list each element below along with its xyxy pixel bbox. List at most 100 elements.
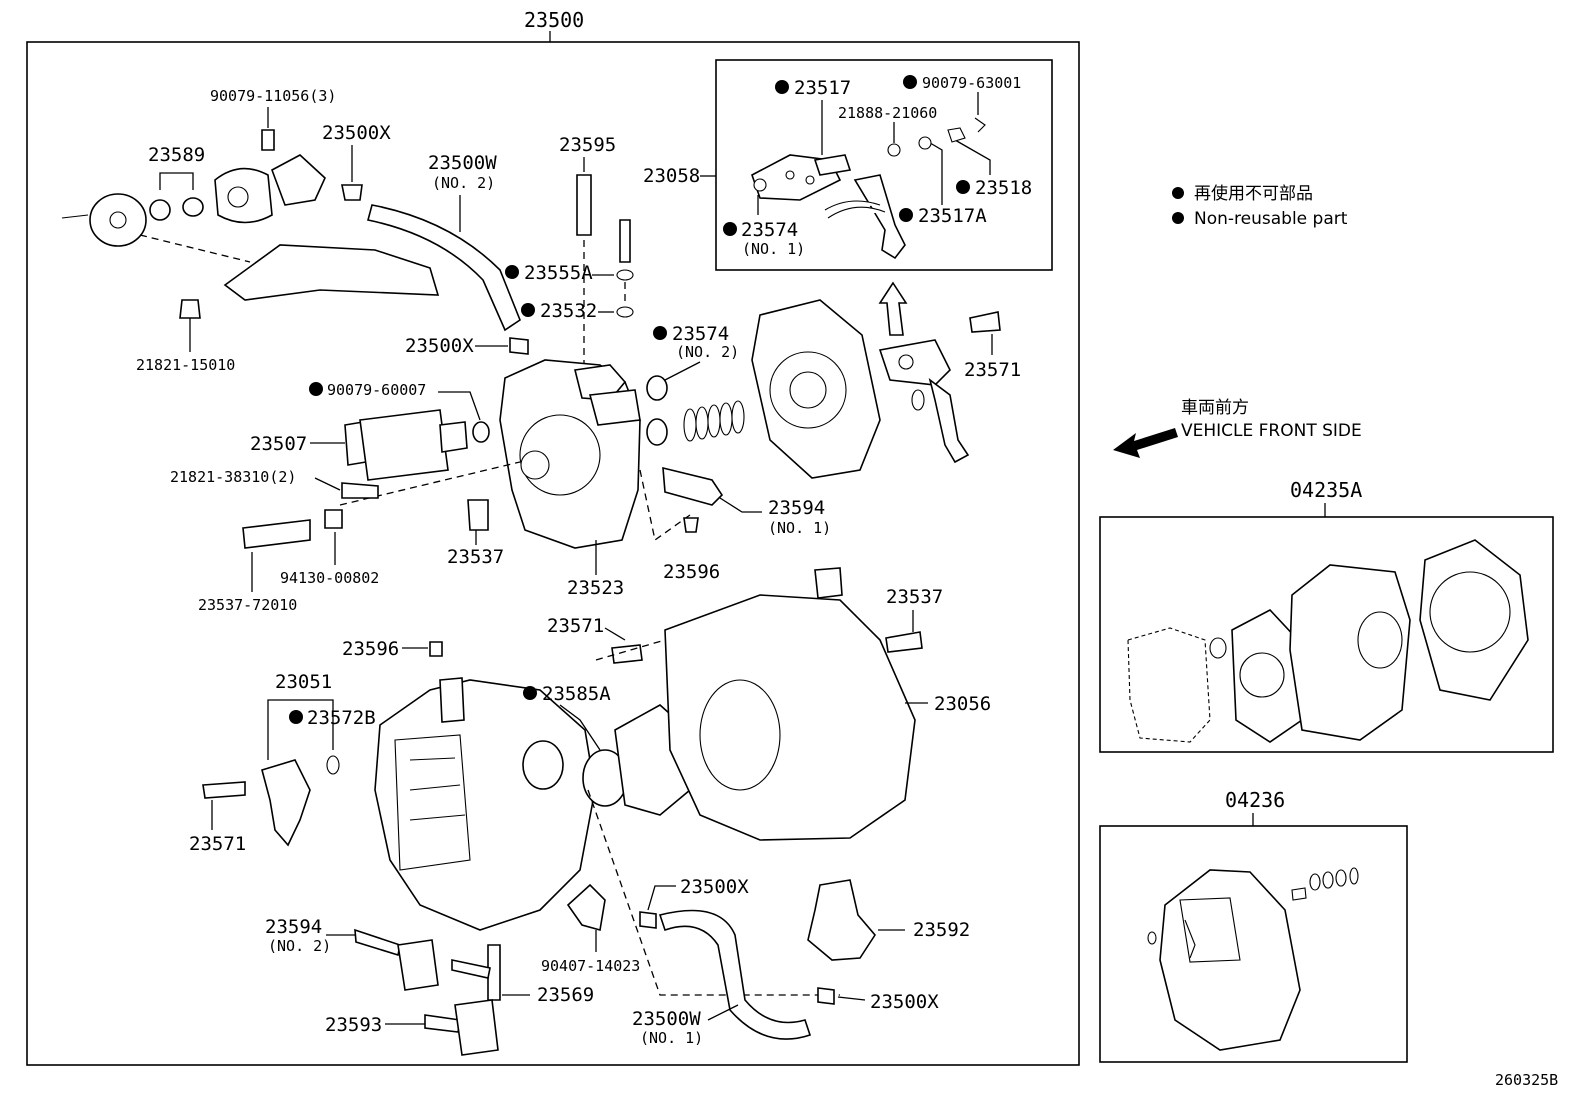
clamp-icon (817, 987, 835, 1005)
label-21888-21060: 21888-21060 (838, 104, 937, 122)
valve-stem-icon (576, 174, 592, 236)
bolt-icon (467, 499, 489, 531)
bolt-icon (611, 644, 643, 664)
hose-no1-icon (658, 909, 812, 1040)
fitting-icon (454, 999, 499, 1056)
kit-04236-exploded-icon (1147, 867, 1359, 1051)
label-23572b: 23572B (307, 707, 376, 729)
gasket-icon (646, 375, 668, 401)
screw-icon (619, 219, 631, 263)
label-21821-38310: 21821-38310(2) (170, 468, 296, 486)
main-body-icon (374, 677, 596, 931)
bolt-icon (261, 129, 275, 151)
label-23500x-d: 23500X (870, 991, 939, 1013)
label-23594-no1-sub: (NO. 1) (768, 519, 831, 537)
o-ring-icon (149, 199, 171, 221)
label-23592: 23592 (913, 919, 970, 941)
label-23500x-a: 23500X (322, 122, 391, 144)
diaphragm-icon (751, 299, 881, 479)
washer-icon (616, 269, 634, 281)
label-23518: 23518 (975, 177, 1032, 199)
kit-label-04235a: 04235A (1290, 478, 1362, 502)
label-23585a: 23585A (542, 683, 611, 705)
label-23594-no2: 23594 (265, 916, 322, 938)
label-23500w-a: 23500W (428, 152, 497, 174)
label-23500w-b: 23500W (632, 1008, 701, 1030)
diaphragm-housing-icon (664, 567, 916, 841)
label-23571-a: 23571 (964, 359, 1021, 381)
label-23555a: 23555A (524, 262, 593, 284)
lever-assembly-icon (878, 339, 970, 464)
regulator-cover-icon (499, 359, 641, 549)
legend-dot-icon (1172, 212, 1184, 224)
o-ring-icon (472, 421, 490, 443)
label-23574-no2: 23574 (672, 323, 729, 345)
actuator-icon (61, 154, 326, 247)
kit-04235a-frame (1099, 516, 1554, 753)
spring-icon (683, 400, 745, 442)
clamp-icon (341, 184, 363, 201)
seal-icon (182, 197, 204, 217)
label-23500w-b-sub: (NO. 1) (640, 1029, 703, 1047)
bolt-icon (341, 482, 379, 499)
label-23507: 23507 (250, 433, 307, 455)
label-23537-b: 23537 (886, 586, 943, 608)
elbow-icon (566, 883, 606, 932)
label-21821-15010: 21821-15010 (136, 356, 235, 374)
label-23532: 23532 (540, 300, 597, 322)
cap-icon (683, 517, 699, 533)
label-94130-00802: 94130-00802 (280, 569, 379, 587)
o-ring-icon (326, 755, 340, 775)
label-23595: 23595 (559, 134, 616, 156)
label-23593: 23593 (325, 1014, 382, 1036)
label-23574-no1: 23574 (741, 219, 798, 241)
inset-detail-frame (715, 59, 1053, 271)
label-23574-no2-sub: (NO. 2) (676, 343, 739, 361)
clamp-icon (639, 911, 657, 929)
legend-english: Non-reusable part (1194, 209, 1348, 229)
tee-branch-icon (451, 959, 491, 979)
label-23589: 23589 (148, 144, 205, 166)
kit-04235a-exploded-icon (1127, 539, 1529, 743)
bracket-icon (223, 244, 440, 301)
seal-icon (646, 418, 668, 446)
elbow-fitting-icon (807, 879, 876, 961)
assembly-number: 23500 (524, 8, 584, 32)
o-ring-icon (616, 306, 634, 318)
nut-icon (324, 509, 343, 529)
tee-fitting-icon (487, 944, 501, 1001)
up-arrow-icon (878, 281, 908, 336)
front-side-jp: 車両前方 (1181, 398, 1249, 418)
label-23500x-b: 23500X (405, 335, 474, 357)
pipe-icon (354, 928, 401, 957)
clamp-icon (509, 337, 529, 355)
main-assembly-frame (26, 41, 1080, 1066)
long-bolt-icon (242, 519, 311, 549)
kit-label-04236: 04236 (1225, 788, 1285, 812)
sensor-icon (261, 759, 311, 847)
label-23596-a: 23596 (663, 561, 720, 583)
label-23569: 23569 (537, 984, 594, 1006)
solenoid-valve-icon (344, 409, 468, 481)
front-side-en: VEHICLE FRONT SIDE (1181, 421, 1362, 441)
fitting-no2-icon (397, 939, 439, 991)
inset-label: 23058 (643, 165, 700, 187)
label-23594-no2-sub: (NO. 2) (268, 937, 331, 955)
legend-japanese: 再使用不可部品 (1194, 183, 1313, 204)
lever-plate-icon (751, 117, 986, 260)
label-23517: 23517 (794, 77, 851, 99)
bolt-icon (202, 781, 246, 799)
bolt-icon (885, 631, 923, 653)
label-23500x-c: 23500X (680, 876, 749, 898)
cap-icon (429, 641, 443, 657)
label-23571-b: 23571 (547, 615, 604, 637)
label-23537-a: 23537 (447, 546, 504, 568)
label-23594-no1: 23594 (768, 497, 825, 519)
label-23574-no1-sub: (NO. 1) (742, 240, 805, 258)
legend-dot-icon (1172, 187, 1184, 199)
label-90407-14023: 90407-14023 (541, 957, 640, 975)
label-90079-60007: 90079-60007 (327, 381, 426, 399)
label-90079-11056: 90079-11056(3) (210, 87, 336, 105)
label-23056: 23056 (934, 693, 991, 715)
